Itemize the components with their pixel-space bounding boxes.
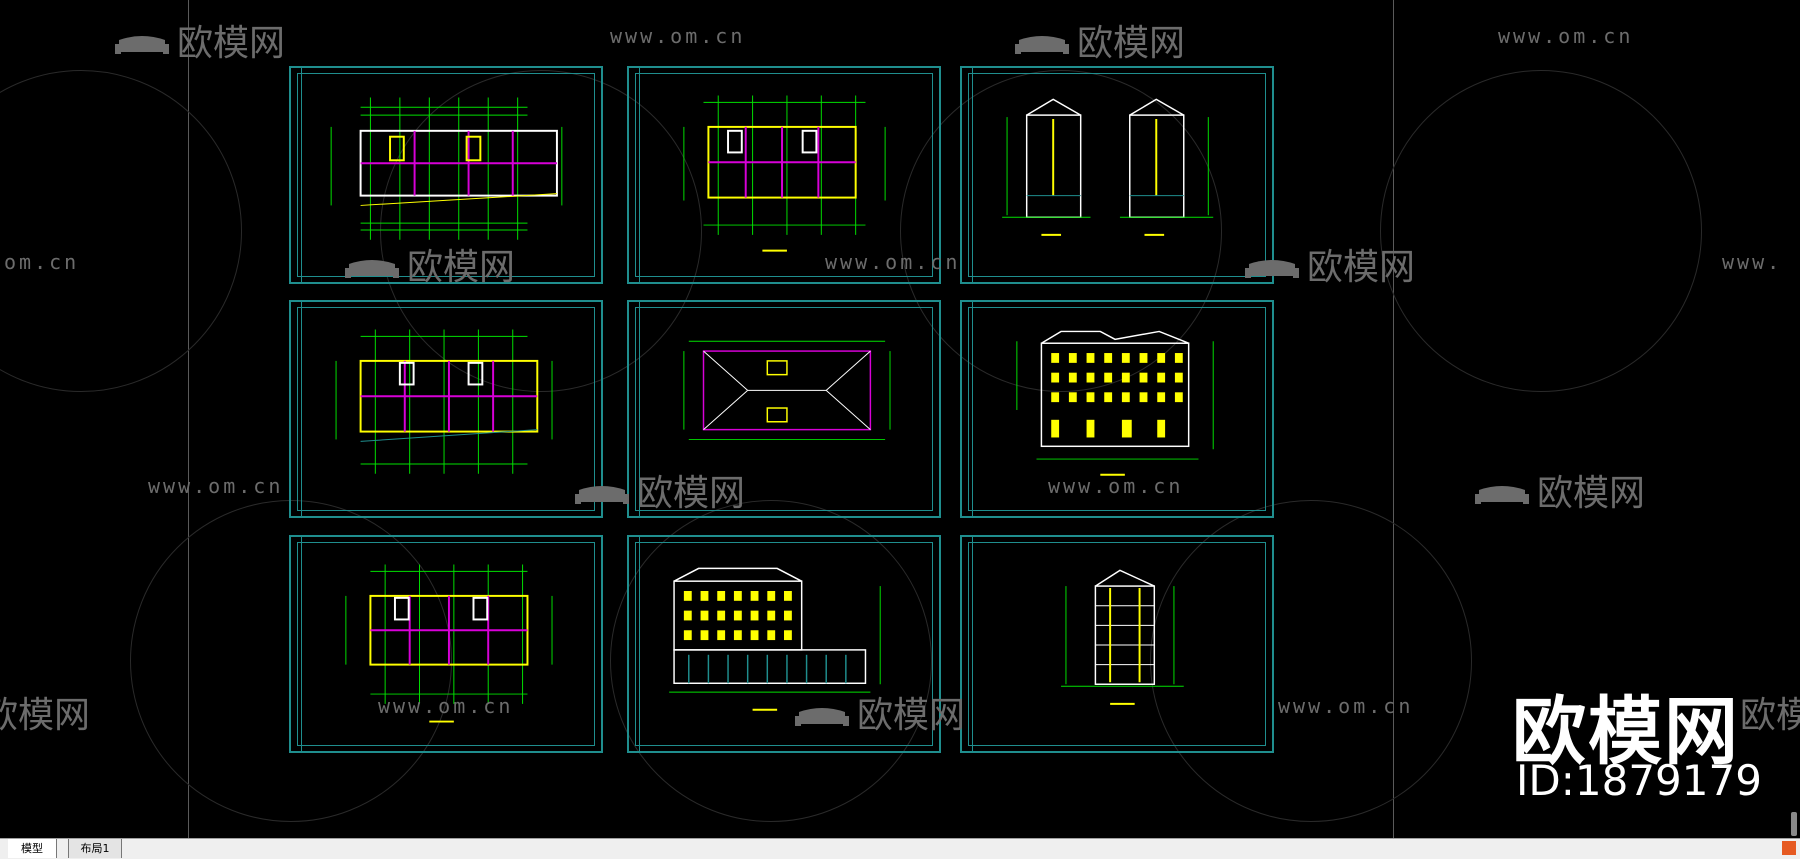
watermark-url-partial: om.cn <box>4 250 80 274</box>
corner-badge-icon <box>1782 841 1796 855</box>
model-space-canvas[interactable]: 欧模网 欧模网 欧模网 欧模网 欧模网 欧模网 欧模网 欧模网 欧模网 www.… <box>0 0 1800 838</box>
drawing-sheet-side-elevations[interactable] <box>960 66 1274 284</box>
watermark-url: www.om.cn <box>610 24 746 48</box>
drawing-sheet-section[interactable] <box>960 535 1274 753</box>
watermark-url: www.om.cn <box>1498 24 1634 48</box>
viewport-divider-right <box>1393 0 1394 838</box>
tab-layout-1[interactable]: 布局1 <box>68 839 122 858</box>
watermark-logo: 欧模网 <box>1245 238 1415 290</box>
watermark-url: www.om.cn <box>1048 474 1184 498</box>
couch-logo-icon <box>1245 260 1299 278</box>
watermark-logo: 欧模网 <box>795 686 965 738</box>
couch-logo-icon <box>1475 486 1529 504</box>
couch-logo-icon <box>345 260 399 278</box>
watermark-logo: 欧模网 <box>115 14 285 66</box>
couch-logo-icon <box>795 708 849 726</box>
floor-plan-drawing <box>335 329 553 474</box>
watermark-circle <box>380 70 702 392</box>
drawing-sheet-roof-plan[interactable] <box>627 300 941 518</box>
drawing-sheet-front-elevation[interactable] <box>960 300 1274 518</box>
watermark-circle <box>0 70 242 392</box>
couch-logo-icon <box>115 36 169 54</box>
floor-plan-drawing <box>345 564 553 723</box>
floor-plan-drawing <box>330 97 563 240</box>
watermark-logo: 欧模网 <box>345 238 515 290</box>
drawing-sheet-floor-plan-1[interactable] <box>289 66 603 284</box>
watermark-url: www.om.cn <box>1278 694 1414 718</box>
watermark-url: www.om.cn <box>825 250 961 274</box>
watermark-url: www.om.cn <box>378 694 514 718</box>
viewport-divider-left <box>188 0 189 838</box>
tab-model[interactable]: 模型 <box>8 839 57 858</box>
drawing-sheet-floor-plan-4[interactable] <box>289 535 603 753</box>
drawing-sheet-floor-plan-3[interactable] <box>289 300 603 518</box>
elevation-drawing <box>1002 98 1214 236</box>
floor-plan-drawing <box>683 95 886 252</box>
elevation-drawing <box>669 567 881 711</box>
watermark-logo: 欧模网 <box>575 464 745 516</box>
watermark-circle <box>1380 70 1702 392</box>
watermark-logo-partial: 欧模网 <box>1740 695 1800 736</box>
watermark-circle <box>610 500 932 822</box>
watermark-circle <box>130 500 452 822</box>
canvas-scroll-handle[interactable] <box>1791 812 1797 836</box>
section-drawing <box>1061 569 1184 705</box>
watermark-circle <box>900 70 1222 392</box>
watermark-logo: 欧模网 <box>1475 464 1645 516</box>
watermark-logo-partial: 欧模网 <box>0 695 91 736</box>
watermark-url-partial: www. <box>1722 250 1783 274</box>
model-id-label: ID:1879179 <box>1516 756 1762 805</box>
watermark-logo: 欧模网 <box>1015 14 1185 66</box>
layout-tab-bar: 模型 布局1 <box>0 838 1800 859</box>
watermark-url: www.om.cn <box>148 474 284 498</box>
elevation-drawing <box>1016 330 1214 476</box>
drawing-sheet-long-elevation[interactable] <box>627 535 941 753</box>
couch-logo-icon <box>575 486 629 504</box>
drawing-sheet-floor-plan-2[interactable] <box>627 66 941 284</box>
couch-logo-icon <box>1015 36 1069 54</box>
brand-stamp: 欧模网 <box>1512 689 1740 775</box>
watermark-circle <box>1150 500 1472 822</box>
roof-plan-drawing <box>683 340 891 440</box>
